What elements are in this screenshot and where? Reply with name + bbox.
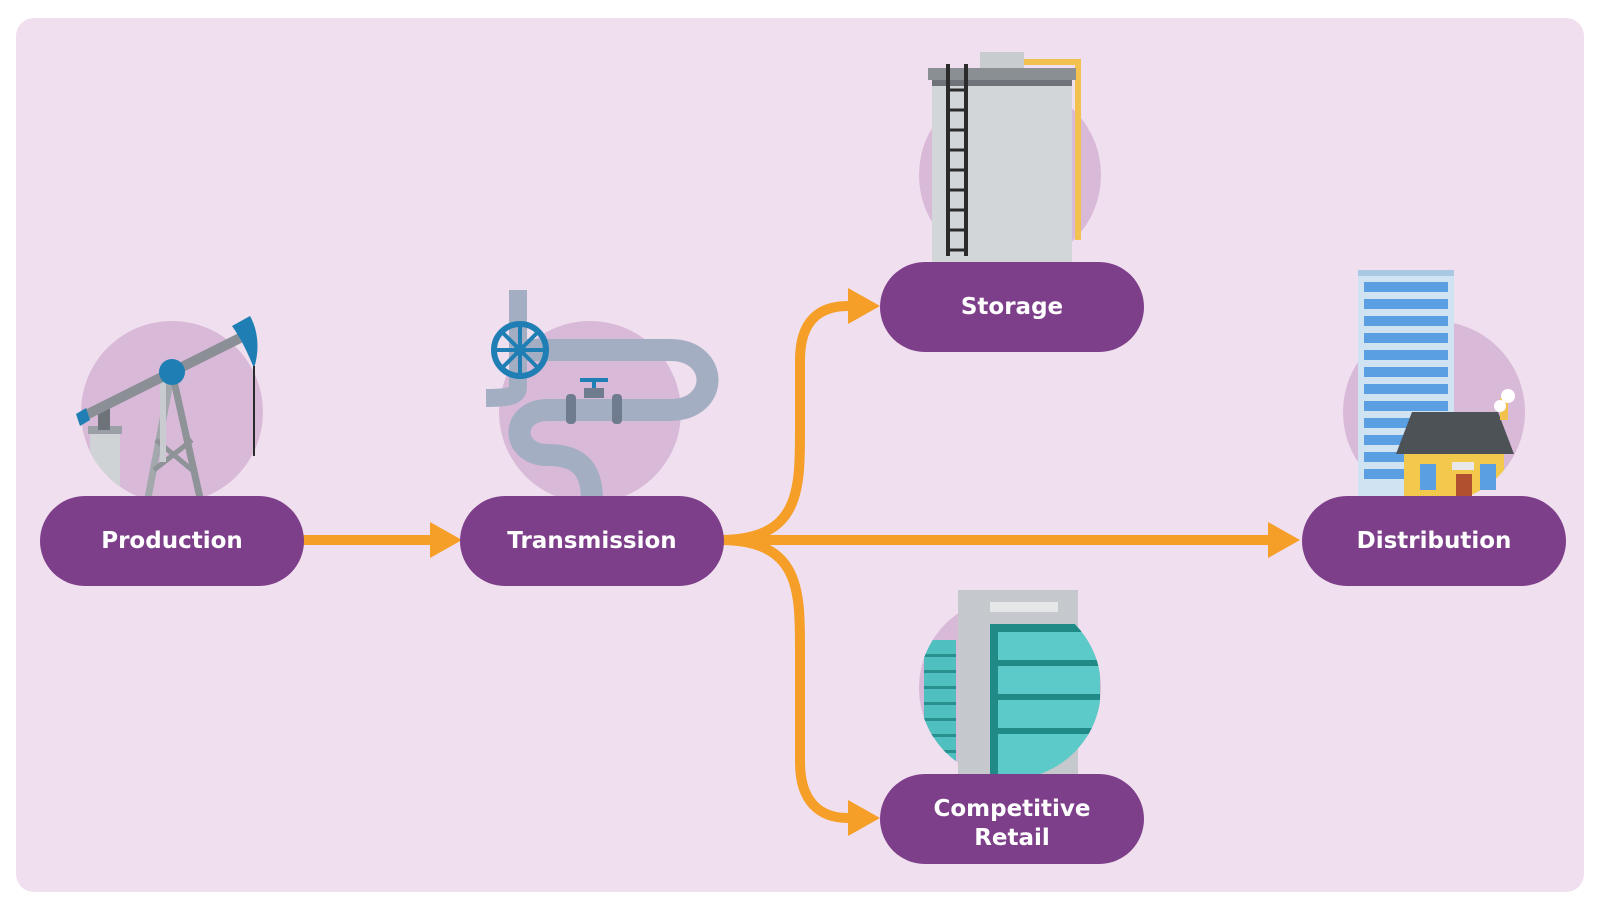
arrow-transmission-to-distribution: [720, 522, 1300, 558]
city-buildings-house-icon: [1358, 270, 1515, 503]
node-transmission: Transmission: [460, 290, 724, 586]
node-storage: Storage: [880, 52, 1144, 352]
production-pill: [40, 496, 304, 586]
transmission-label: Transmission: [507, 528, 676, 554]
office-building-icon: [924, 590, 1100, 780]
node-distribution: Distribution: [1302, 270, 1566, 586]
flow-arrows: [300, 288, 1300, 836]
node-production: Production: [40, 316, 304, 586]
distribution-pill: [1302, 496, 1566, 586]
production-label: Production: [101, 528, 243, 554]
arrow-transmission-to-retail: [719, 535, 880, 836]
storage-pill: [880, 262, 1144, 352]
distribution-label: Distribution: [1357, 528, 1512, 554]
ladder: [946, 64, 968, 256]
arrow-production-to-transmission: [300, 522, 462, 558]
retail-label-line1: Competitive: [933, 796, 1090, 822]
retail-label-line2: Retail: [974, 825, 1050, 851]
pipeline-valve-icon: [485, 290, 719, 501]
production-circle: [81, 321, 263, 503]
oil-pump-jack-icon: [76, 316, 258, 500]
arrow-transmission-to-storage: [719, 288, 880, 545]
node-competitive-retail: Competitive Retail: [880, 590, 1144, 864]
storage-label: Storage: [961, 294, 1063, 320]
storage-tank-icon: [928, 52, 1081, 266]
transmission-pill: [460, 496, 724, 586]
retail-pill: [880, 774, 1144, 864]
